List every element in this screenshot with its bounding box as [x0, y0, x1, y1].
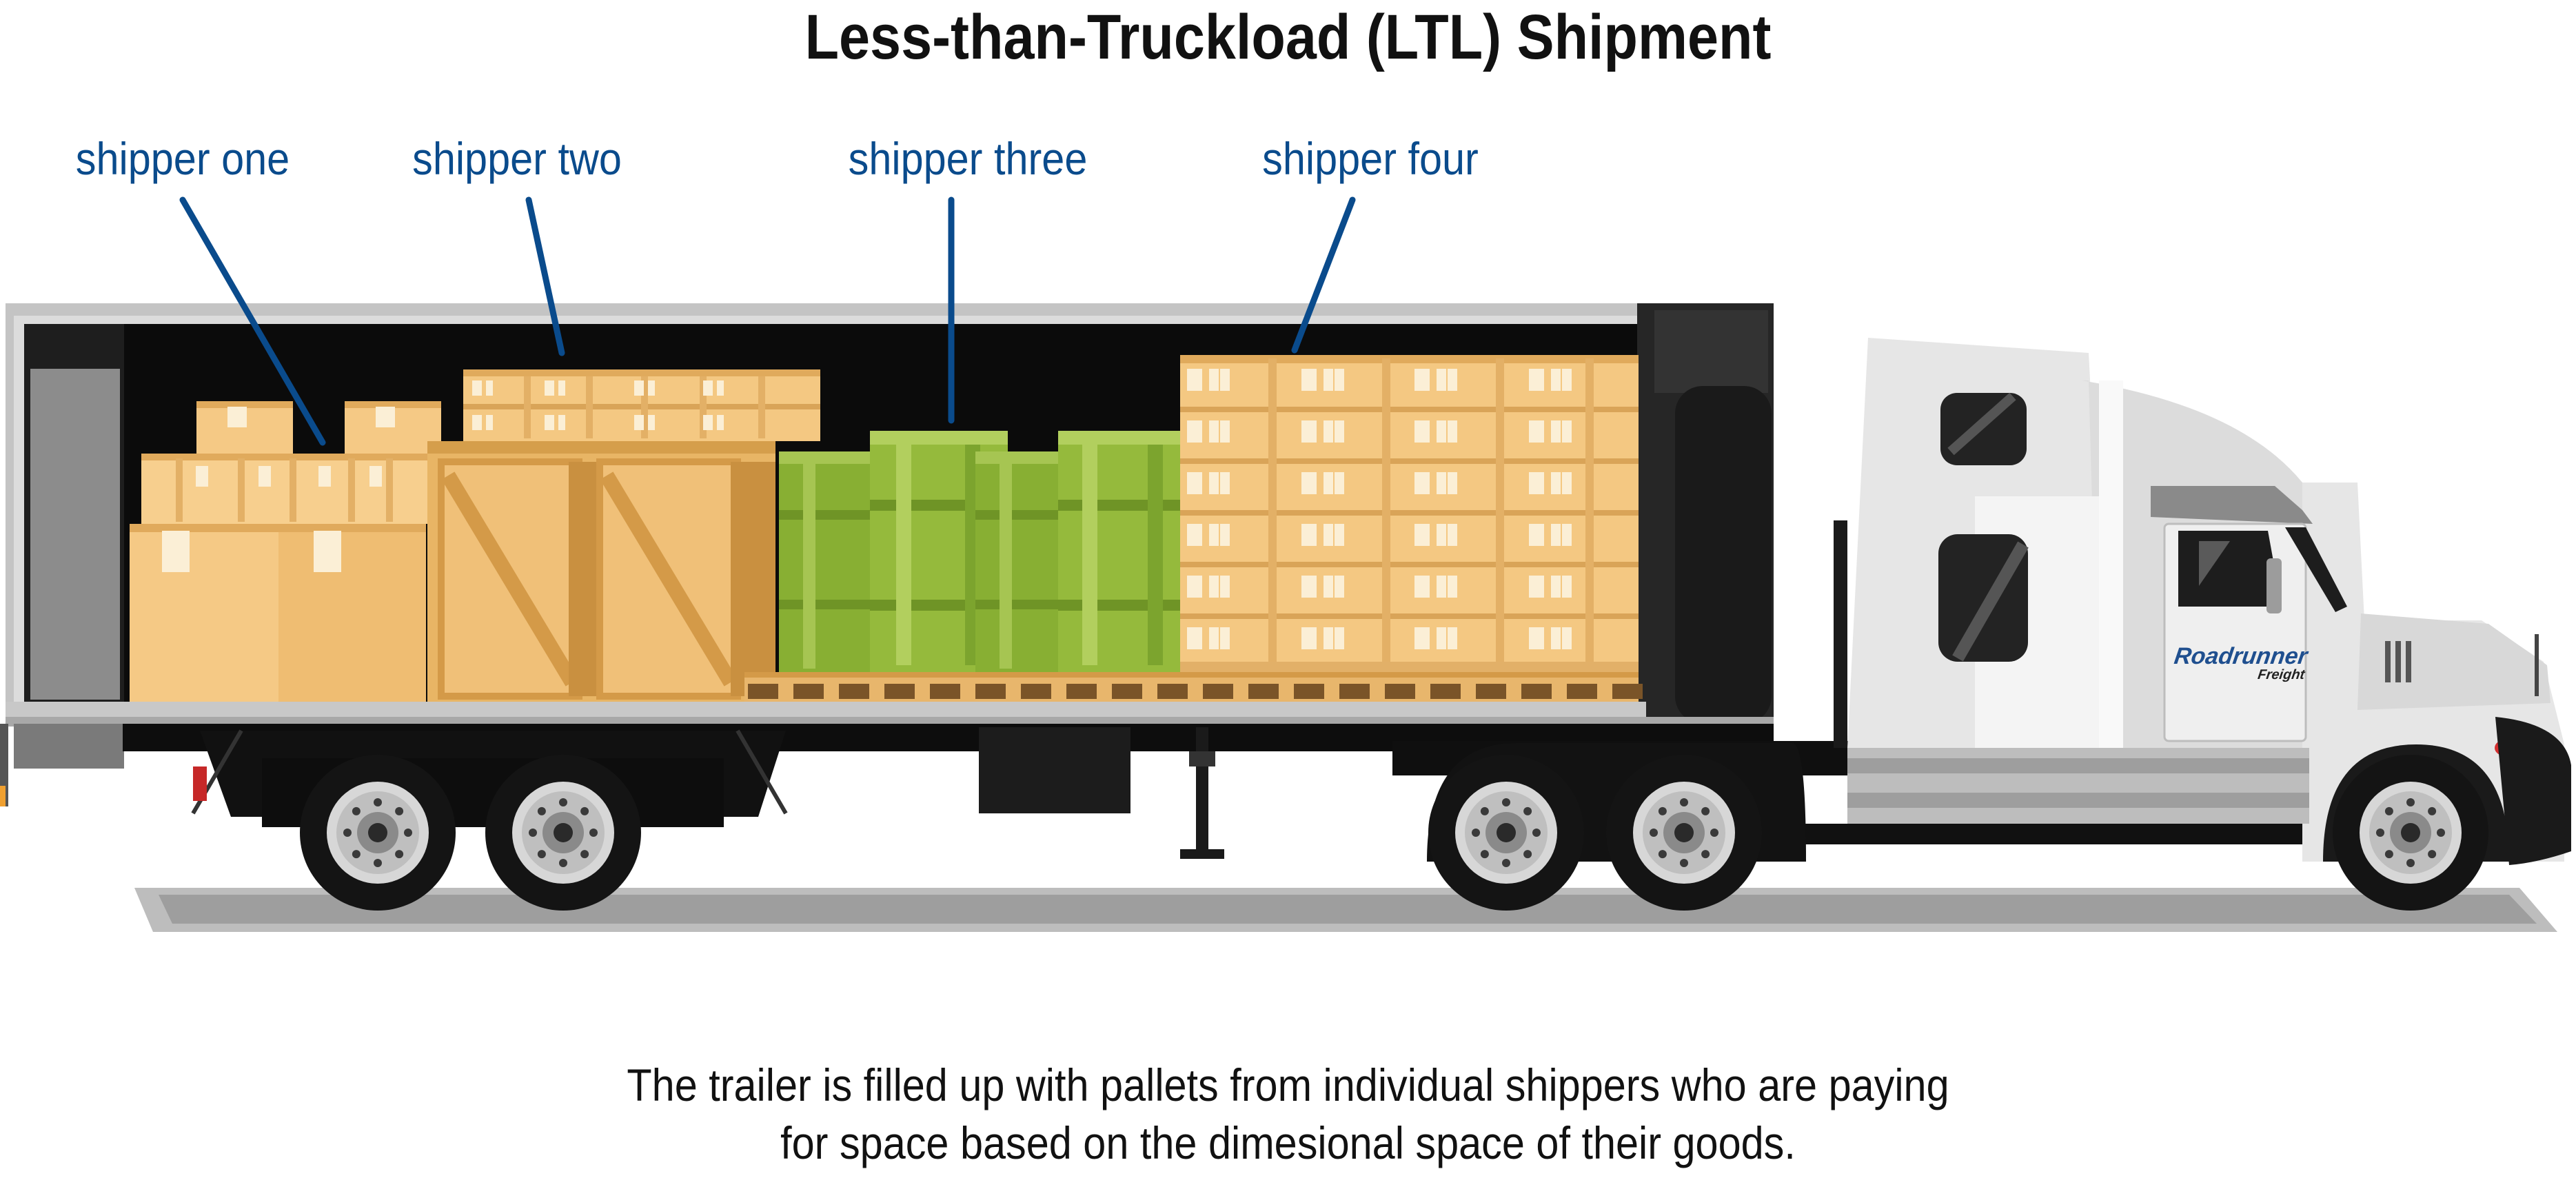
caption-line-1: The trailer is filled up with pallets fr…	[627, 1059, 1949, 1110]
cargo-shipper-one	[130, 401, 441, 702]
logo-sub: Freight	[2256, 667, 2306, 682]
cargo-shipper-four	[1180, 355, 1639, 702]
leader-lines	[179, 196, 1356, 446]
roadrunner-logo: Roadrunner Freight	[2171, 643, 2309, 682]
pallet-slots	[748, 684, 1643, 699]
wheel	[300, 755, 456, 911]
cargo-shipper-two	[427, 369, 820, 702]
wheel	[485, 755, 641, 911]
leader-line-shipper-four	[1291, 196, 1356, 354]
label-shipper-one: shipper one	[75, 133, 290, 184]
trailer-wheels	[300, 755, 641, 911]
caption: The trailer is filled up with pallets fr…	[129, 1056, 2447, 1172]
wheel	[1428, 755, 1584, 911]
wheel	[1606, 755, 1762, 911]
cab-wheels	[1428, 755, 2488, 911]
case-markings	[1187, 369, 1572, 649]
leader-line-shipper-one	[179, 196, 326, 446]
page-title: Less-than-Truckload (LTL) Shipment	[804, 2, 1772, 72]
label-shipper-four: shipper four	[1262, 133, 1479, 184]
caption-line-2: for space based on the dimesional space …	[780, 1117, 1796, 1168]
cargo-shipper-three	[755, 431, 1182, 702]
label-shipper-three: shipper three	[848, 133, 1088, 184]
wheel	[2333, 755, 2488, 911]
label-shipper-two: shipper two	[412, 133, 622, 184]
leader-line-shipper-two	[525, 196, 565, 356]
logo-name: Roadrunner	[2172, 643, 2309, 669]
